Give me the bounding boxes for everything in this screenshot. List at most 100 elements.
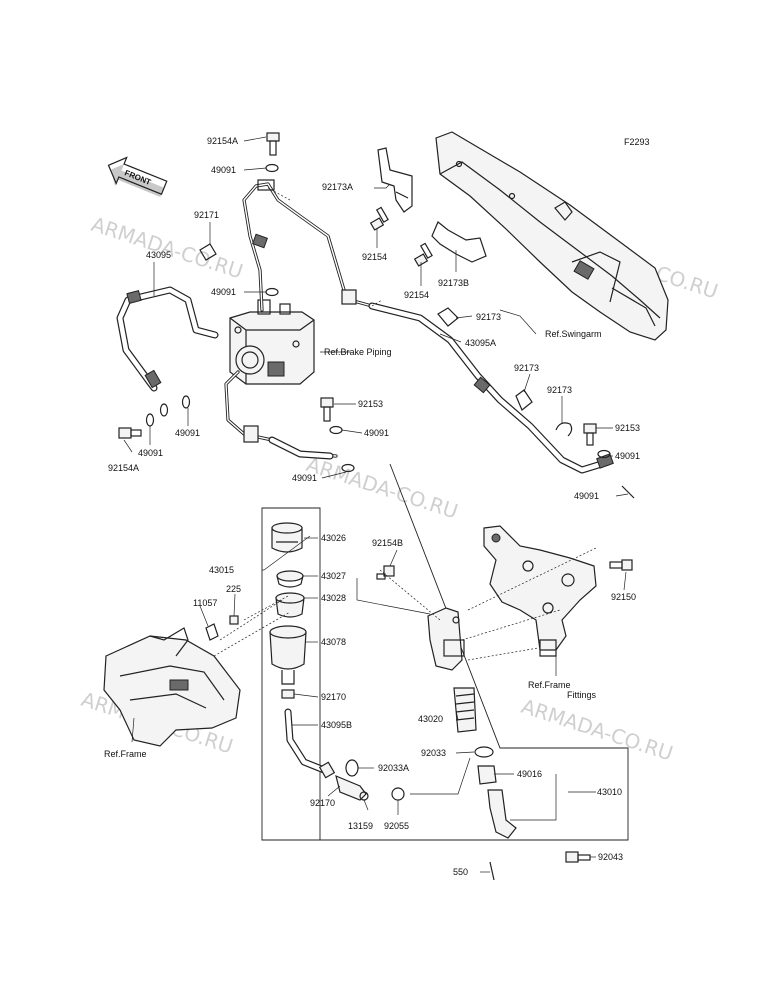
- clip-92173-b: [515, 389, 533, 411]
- label-92154B: 92154B: [372, 538, 403, 548]
- label-49091-b: 49091: [211, 287, 236, 297]
- washer-49091-g: [145, 413, 155, 427]
- label-92173-a: 92173: [476, 312, 501, 322]
- watermark-5: ARMADA-CO.RU: [518, 694, 676, 766]
- label-49091-d: 49091: [175, 428, 200, 438]
- label-92150: 92150: [611, 592, 636, 602]
- brake-pipe-lower: [224, 370, 338, 460]
- label-49091-a: 49091: [211, 165, 236, 175]
- cotter-pin-550: [489, 861, 495, 881]
- ref-frame-fittings-line1: Ref.Frame: [528, 680, 571, 690]
- clip-92173-c: [555, 422, 573, 437]
- bolt-92154A-bottom: [118, 427, 142, 439]
- bolt-92154A-top: [266, 132, 280, 156]
- bracket-11057: [205, 623, 219, 641]
- label-92153-b: 92153: [615, 423, 640, 433]
- label-92154A-bottom: 92154A: [108, 463, 139, 473]
- bolt-92154-a: [369, 206, 389, 231]
- frame-fittings-bracket: [483, 525, 597, 657]
- washer-49091-c: [329, 425, 343, 435]
- ref-swingarm: Ref.Swingarm: [545, 329, 602, 339]
- label-49091-g: 49091: [292, 473, 317, 483]
- label-43026: 43026: [321, 533, 346, 543]
- clamp-92170-a: [281, 689, 295, 699]
- label-92033: 92033: [421, 748, 446, 758]
- washer-49091-a: [265, 163, 279, 173]
- projection-lines: [213, 187, 597, 661]
- washer-49091-d: [341, 463, 355, 473]
- leader-lines: [123, 136, 629, 873]
- label-92154A-top: 92154A: [207, 136, 238, 146]
- label-43095A: 43095A: [465, 338, 496, 348]
- bolt-92150: [609, 559, 633, 571]
- washer-49091-f: [621, 485, 635, 499]
- label-92173B: 92173B: [438, 278, 469, 288]
- reservoir-cap-43026: [271, 522, 303, 553]
- washer-49091-e: [597, 449, 611, 459]
- bolt-92153-a: [320, 397, 334, 422]
- label-49091-c: 49091: [364, 428, 389, 438]
- washer-49091-b: [265, 287, 279, 297]
- label-43020: 43020: [418, 714, 443, 724]
- label-43095B: 43095B: [321, 720, 352, 730]
- label-92043: 92043: [598, 852, 623, 862]
- label-43095: 43095: [146, 250, 171, 260]
- bracket-92173A: [377, 147, 413, 213]
- ref-frame-fittings-line2: Fittings: [567, 690, 597, 700]
- bolt-92154-b: [413, 242, 433, 267]
- label-43015: 43015: [209, 565, 234, 575]
- label-49091-h: 49091: [574, 491, 599, 501]
- connector-13159: [335, 774, 369, 801]
- watermark-1: ARMADA-CO.RU: [88, 212, 246, 284]
- bolt-92153-b: [583, 423, 597, 446]
- label-550: 550: [453, 867, 468, 877]
- watermark-3: ARMADA-CO.RU: [303, 452, 461, 524]
- label-92055: 92055: [384, 821, 409, 831]
- label-92173-b: 92173: [514, 363, 539, 373]
- clip-92173B: [431, 221, 487, 263]
- clamp-92170-b: [318, 761, 336, 779]
- hose-43095: [116, 286, 219, 392]
- part-labels: 92154A 49091 92171 43095 49091 92173A 92…: [108, 136, 640, 877]
- reservoir-tank-43078: [269, 625, 307, 685]
- ref-frame: Ref.Frame: [104, 749, 147, 759]
- label-225: 225: [226, 584, 241, 594]
- clip-92173-a: [437, 307, 459, 327]
- label-92154-b: 92154: [404, 290, 429, 300]
- ref-brake-piping: Ref.Brake Piping: [324, 347, 392, 357]
- hose-43095A: [368, 302, 614, 474]
- reference-labels: Ref.Brake Piping Ref.Swingarm Ref.Frame …: [104, 329, 602, 759]
- label-43010: 43010: [597, 787, 622, 797]
- label-43078: 43078: [321, 637, 346, 647]
- label-92153-a: 92153: [358, 399, 383, 409]
- oring-92055: [391, 787, 405, 801]
- label-49091-e: 49091: [615, 451, 640, 461]
- clip-92171: [199, 243, 217, 261]
- label-92173A: 92173A: [322, 182, 353, 192]
- label-92171: 92171: [194, 210, 219, 220]
- label-92170-a: 92170: [321, 692, 346, 702]
- diaphragm-plate-43027: [276, 570, 304, 588]
- label-92033A: 92033A: [378, 763, 409, 773]
- master-cylinder-box: [320, 463, 629, 841]
- frame-part: [103, 627, 241, 747]
- label-49091-f: 49091: [138, 448, 163, 458]
- label-43028: 43028: [321, 593, 346, 603]
- bolt-225: [229, 615, 239, 625]
- abs-unit: [229, 299, 315, 385]
- label-11057: 11057: [193, 598, 217, 608]
- label-92154-a: 92154: [362, 252, 387, 262]
- label-92173-c: 92173: [547, 385, 572, 395]
- diagram-code: F2293: [624, 137, 650, 147]
- reservoir-group-box: [261, 507, 321, 841]
- washer-49091-h: [159, 403, 169, 417]
- bolt-92154B: [376, 565, 395, 580]
- master-cylinder-43010: [427, 607, 517, 839]
- clevis-pin-92043: [565, 851, 591, 863]
- hose-43095B: [284, 708, 328, 774]
- oring-92033A: [345, 759, 359, 777]
- brake-pipe-upper: [242, 179, 374, 312]
- front-arrow-icon: FRONT: [107, 156, 168, 198]
- washer-49091-i: [181, 395, 191, 409]
